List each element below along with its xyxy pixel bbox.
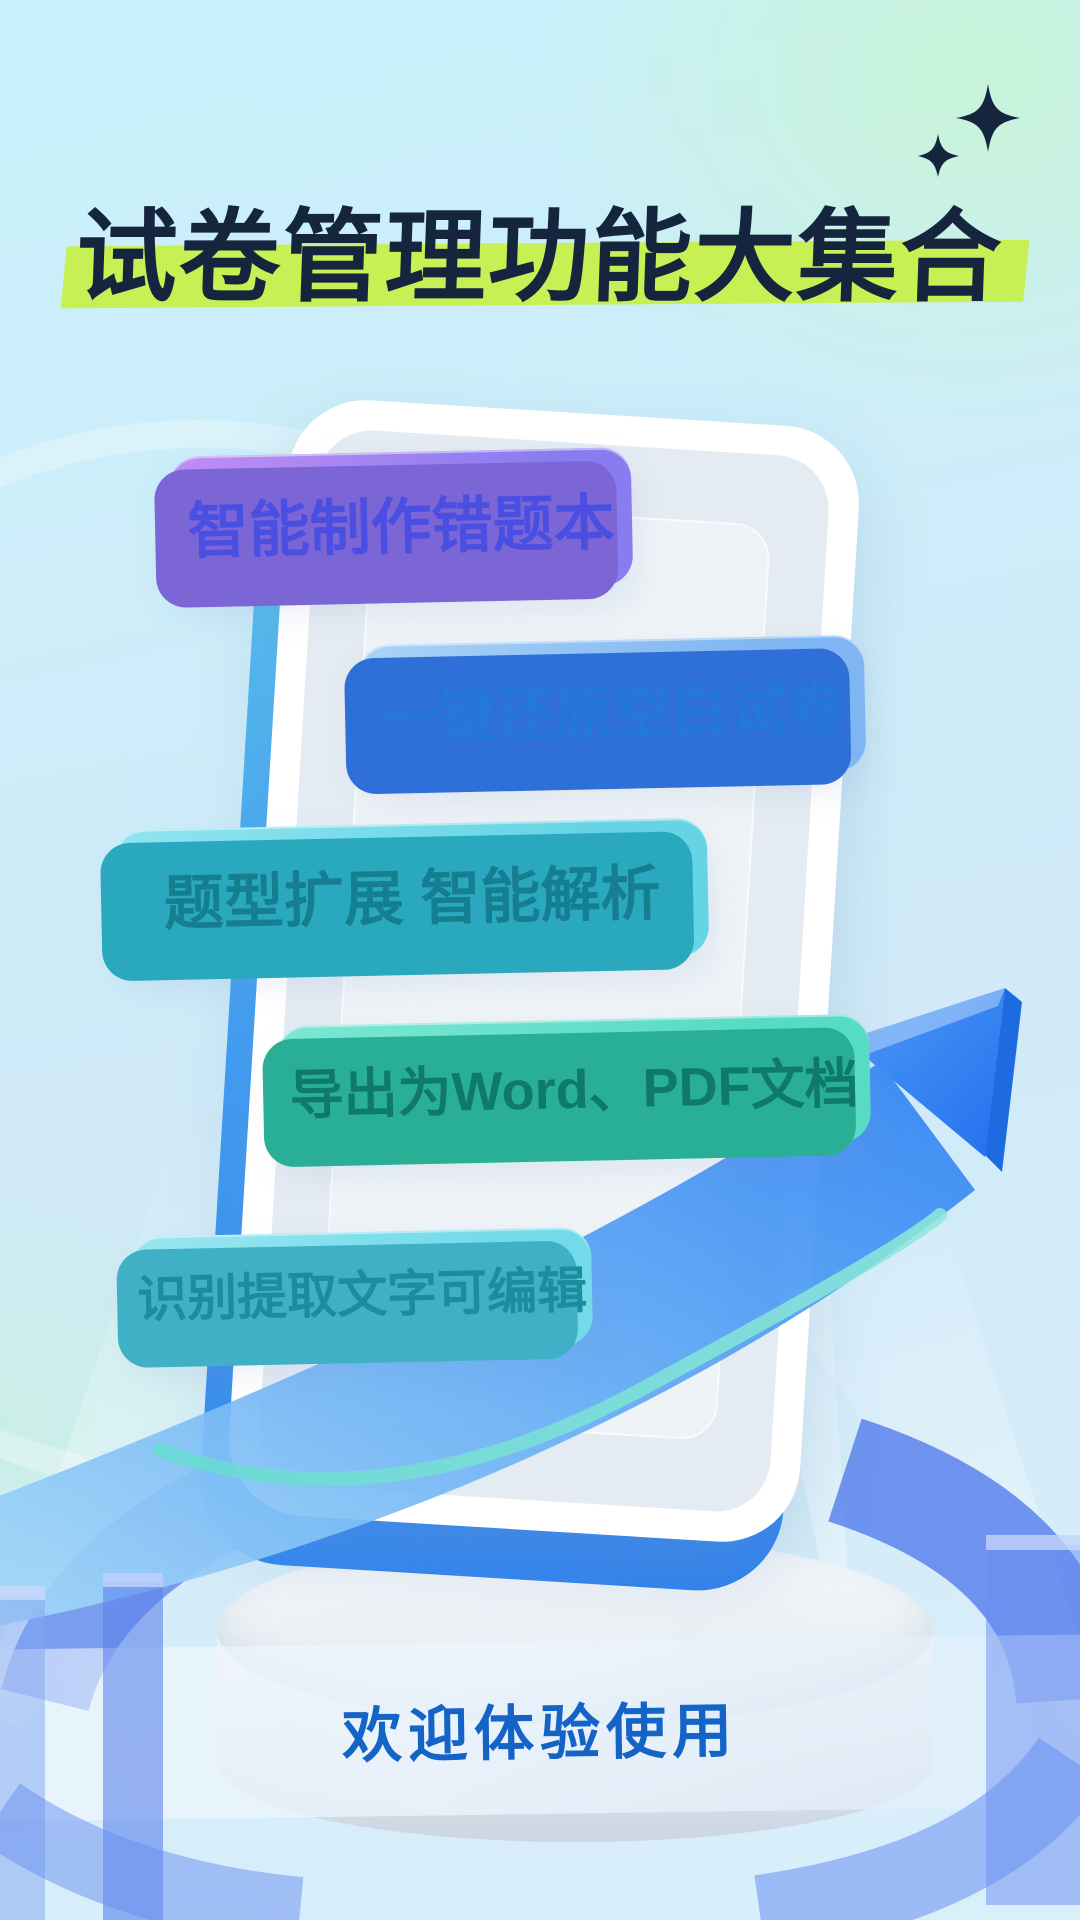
sparkle-icons (918, 84, 1020, 177)
feature-label: 导出为Word、PDF文档 (289, 1053, 860, 1126)
sparkle-icon-small (918, 134, 959, 177)
feature-banner-ocr-editable-text: 识别提取文字可编辑 (116, 1227, 594, 1369)
feature-label: 识别提取文字可编辑 (136, 1262, 588, 1328)
feature-label: 一键还原空白试卷 (379, 676, 846, 751)
feature-banner-restore-blank-paper: 一键还原空白试卷 (343, 634, 867, 795)
page-title: 试卷管理功能大集合 (74, 202, 1006, 314)
sparkle-icon-large (956, 84, 1020, 152)
feature-banner-question-expand-analysis: 题型扩展 智能解析 (99, 817, 710, 982)
feature-banner-export-word-pdf: 导出为Word、PDF文档 (262, 1013, 872, 1168)
feature-banner-smart-mistake-notebook: 智能制作错题本 (153, 447, 634, 609)
footer-text: 欢迎体验使用 (341, 1696, 739, 1770)
feature-label: 题型扩展 智能解析 (163, 859, 662, 937)
feature-label: 智能制作错题本 (186, 488, 616, 565)
footer-band: 欢迎体验使用 (0, 1634, 1080, 1822)
